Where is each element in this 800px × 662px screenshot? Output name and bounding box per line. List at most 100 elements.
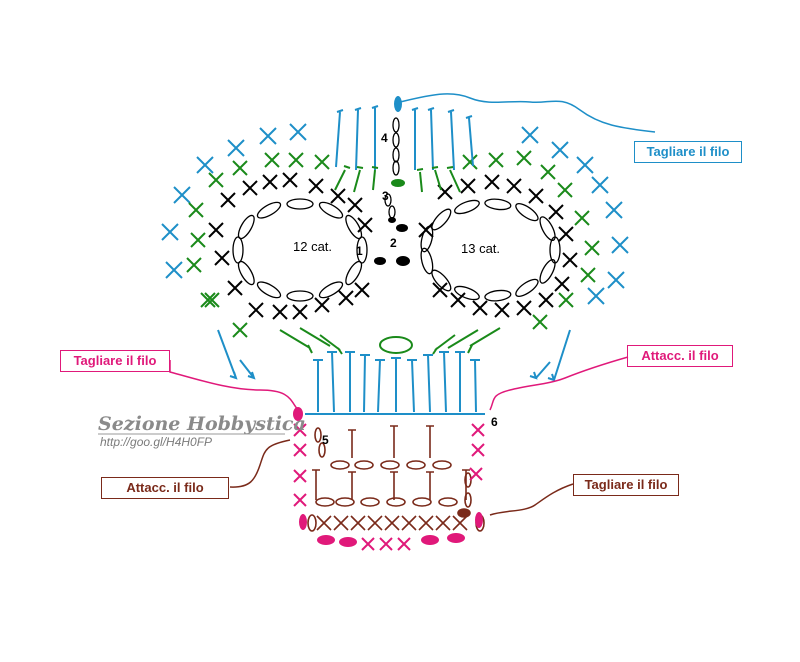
green-lower-stitches [279, 327, 501, 355]
chain-stitch [464, 492, 472, 508]
black-sc-stitch [272, 304, 288, 320]
chain-stitch [256, 201, 282, 219]
pink-slip-stitch [339, 537, 357, 547]
green-center-stitches [334, 165, 461, 193]
black-sc-stitch [308, 178, 324, 194]
blue-tr-stitch [313, 359, 323, 412]
chain-stitch [335, 497, 355, 507]
callout-cut-yarn-left: Tagliare il filo [60, 350, 170, 372]
top-yarn-tail [399, 93, 656, 133]
brown-dc-stitch [390, 425, 398, 458]
blue-dc-stitch [529, 361, 551, 380]
chain-stitch [237, 214, 255, 240]
blue-tr-stitch [327, 351, 337, 413]
blue-tr-stitch [391, 357, 401, 412]
green-join-dot [391, 179, 405, 187]
black-sc-stitch [554, 276, 570, 292]
brown-dc-stitch [312, 469, 320, 500]
blue-sc-stitch [165, 261, 183, 279]
right-eye-chain [420, 198, 561, 302]
round-number-1: 1 [356, 244, 363, 258]
green-sc-stitch [584, 240, 600, 256]
green-sc-stitch [200, 292, 216, 308]
brown-sc-stitch [452, 515, 468, 531]
callout-attach-yarn-right: Attacc. il filo [627, 345, 733, 367]
pink-sc-stitch [361, 537, 375, 551]
blue-dc-stitch [239, 359, 256, 380]
pink-slip-stitch [293, 407, 303, 421]
black-sc-stitch [330, 188, 346, 204]
pink-sc-stitch [293, 469, 307, 483]
chain-stitch [420, 225, 434, 253]
blue-sc-stitch [551, 141, 569, 159]
black-sc-stitch [220, 192, 236, 208]
chain-stitch [307, 514, 317, 532]
callout-cut-yarn-bottom-right: Tagliare il filo [573, 474, 679, 496]
brown-dc-stitch [390, 471, 398, 500]
right-eye-label: 13 cat. [461, 241, 500, 256]
chain-stitch [380, 460, 400, 470]
chain-stitch [412, 497, 432, 507]
green-sc-stitch [208, 172, 224, 188]
pink-slip-stitch [299, 514, 307, 530]
blue-tr-stitch [345, 351, 355, 412]
green-sc-stitch [540, 164, 556, 180]
pink-slip-stitch [317, 535, 335, 545]
blue-tr-stitch [455, 351, 465, 412]
black-sc-stitch [558, 226, 574, 242]
black-sc-stitch [538, 292, 554, 308]
blue-sc-stitch [587, 287, 605, 305]
blue-tr-stitch [360, 354, 370, 413]
black-round [208, 172, 578, 320]
black-sc-stitch [242, 180, 258, 196]
chain-stitch [386, 497, 406, 507]
callout-cut-yarn-top-right: Tagliare il filo [634, 141, 742, 163]
center-chains [384, 193, 396, 219]
black-sc-stitch [347, 197, 363, 213]
chain-stitch [432, 460, 452, 470]
chain-stitch [484, 198, 512, 211]
green-round [186, 150, 600, 338]
black-sc-stitch [548, 204, 564, 220]
blue-sc-stitch [161, 223, 179, 241]
pink-sc-stitch [397, 537, 411, 551]
chain-stitch [484, 289, 512, 302]
brown-sc-stitch [401, 515, 417, 531]
pink-sc-stitch [469, 467, 483, 481]
jaw-pink-border [293, 423, 485, 551]
brown-dc-stitch [348, 471, 356, 500]
center-chain-column [392, 117, 400, 176]
nose-chain [379, 336, 413, 354]
black-sc-stitch [292, 304, 308, 320]
pink-sc-stitch [379, 537, 393, 551]
black-sc-stitch [314, 297, 330, 313]
brown-sc-stitch [333, 515, 349, 531]
blue-sc-stitch [607, 271, 625, 289]
top-blue-stitches [335, 105, 474, 171]
brown-dc-stitch [426, 471, 434, 500]
pink-slip-stitch [447, 533, 465, 543]
black-sc-stitch [208, 222, 224, 238]
green-sc-stitch [232, 322, 248, 338]
chain-stitch [318, 201, 344, 219]
green-sc-stitch [557, 182, 573, 198]
round-number-2: 2 [390, 236, 397, 250]
blue-sc-stitch [289, 123, 307, 141]
chain-stitch [454, 199, 480, 215]
blue-sc-stitch [521, 126, 539, 144]
chain-stitch [356, 236, 368, 264]
pink-sc-stitch [293, 493, 307, 507]
blue-sc-stitch [259, 127, 277, 145]
pink-slip-stitch [421, 535, 439, 545]
brown-dc-stitch [348, 429, 356, 458]
black-sc-stitch [418, 222, 434, 238]
blue-dc-stitch [217, 329, 238, 380]
blue-sc-stitch [611, 236, 629, 254]
jaw-pink-dots [293, 407, 483, 547]
green-sc-stitch [532, 314, 548, 330]
black-sc-stitch [354, 282, 370, 298]
chain-stitch [286, 198, 314, 210]
brown-sc-stitch [384, 515, 400, 531]
brown-dc-stitch [426, 425, 434, 458]
